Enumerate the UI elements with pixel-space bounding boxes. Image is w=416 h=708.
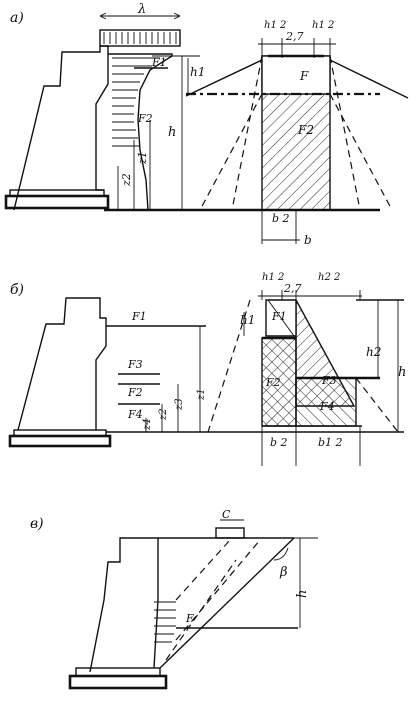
h2-b-label: h2	[366, 345, 381, 359]
h2-half-label: h2 2	[318, 272, 340, 283]
load-f2-label: F2	[127, 386, 143, 399]
angle-beta-label: β	[279, 565, 288, 580]
panel-c-label: в)	[30, 516, 44, 532]
prism-f1-b-label: F1	[271, 310, 287, 323]
prism-f4-b-label: F4	[319, 400, 335, 413]
h1-half-b-label: h1 2	[262, 272, 284, 283]
h1-b-label: h1	[240, 313, 255, 327]
gap-2-7-label: 2,7	[285, 30, 304, 43]
h-b-label: h	[398, 365, 406, 380]
force-f2-label: F2	[137, 112, 153, 125]
arm-z3-label: z3	[174, 398, 185, 411]
arm-z1-label: z1	[136, 151, 149, 165]
abutment-side-view-a: λ F1 F2 h z1 z2	[4, 2, 380, 212]
force-f-c-label: F	[185, 612, 194, 625]
b1-half-label: b1 2	[318, 436, 343, 449]
panel-a-label: а)	[10, 10, 24, 26]
height-h-label: h	[168, 125, 176, 140]
abutment-side-view-c: C β h F	[68, 508, 318, 690]
h1-half-right-label: h1 2	[312, 20, 334, 31]
load-f1-label: F1	[131, 310, 147, 323]
force-f1-label: F1	[151, 56, 167, 69]
abutment-side-view-b: F1 F3 F2 F4 z4 z2 z3 z1	[8, 297, 404, 448]
b-half-b-label: b 2	[270, 436, 288, 449]
prism-f2-b-label: F2	[265, 376, 281, 389]
panel-c: в) C β h F	[30, 508, 318, 690]
lambda-label: λ	[137, 2, 146, 17]
h1-half-left-label: h1 2	[264, 20, 286, 31]
prism-f3-b-label: F3	[321, 374, 337, 387]
b-half-label: b 2	[272, 212, 290, 225]
b-label: b	[304, 233, 312, 247]
prism-f2-label: F2	[297, 123, 314, 137]
prism-front-view-b: h1 2 2,7 h2 2 h1 h2 h F1 F3 F2 F4	[207, 272, 406, 466]
prism-front-view-a: h1 2 2,7 h1 2 h1 F F2 b 2 b	[185, 20, 409, 247]
c-dimension-label: C	[222, 508, 231, 521]
load-f4-label: F4	[127, 408, 143, 421]
load-f3-label: F3	[127, 358, 143, 371]
arm-z2-b-label: z2	[158, 408, 169, 421]
arm-z1-b-label: z1	[196, 388, 207, 401]
arm-z4-label: z4	[142, 418, 153, 431]
gap-2-7-b-label: 2,7	[283, 282, 302, 295]
h1-label: h1	[190, 65, 205, 79]
prism-f1-label: F	[299, 69, 309, 83]
height-h-c-label: h	[295, 590, 310, 598]
panel-b: б) F1 F3 F2 F4 z4 z2 z3 z1	[8, 272, 406, 466]
arm-z2-label: z2	[120, 173, 133, 187]
panel-a: а) λ F1 F2 h z1 z2	[4, 2, 409, 247]
panel-b-label: б)	[10, 282, 24, 298]
